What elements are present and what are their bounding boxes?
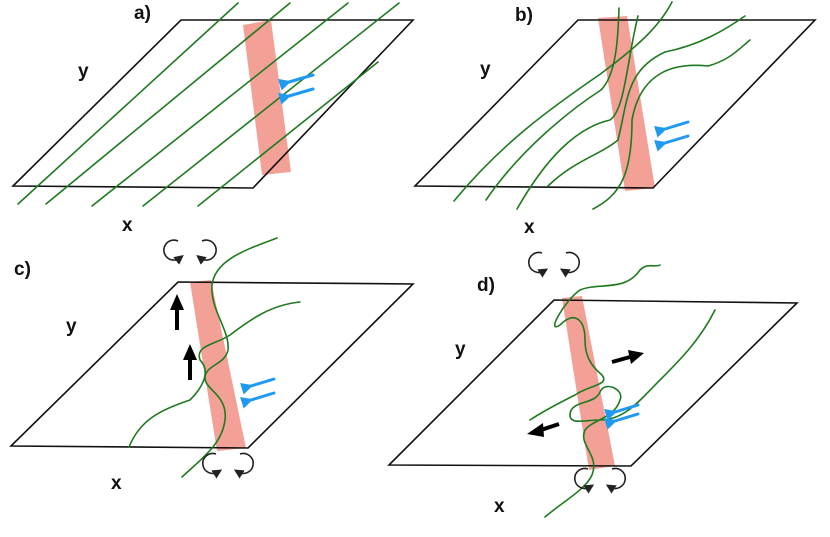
y-axis-label-b: y	[480, 59, 491, 80]
outflow-arrow-head	[527, 423, 544, 437]
current-sheet-c	[190, 280, 246, 451]
plane-outline-a	[11, 19, 415, 189]
field-line	[485, 7, 620, 201]
outflow-arrow-head	[183, 344, 197, 360]
counter-rotating-vortex-pair-icon	[202, 452, 254, 479]
outflow-arrows-c	[170, 294, 197, 380]
inflow-arrows-b	[654, 120, 690, 152]
field-line	[197, 61, 379, 207]
outflow-arrows-d	[527, 350, 644, 437]
counter-rotating-vortex-pair-icon	[574, 467, 626, 494]
counter-rotating-vortex-pair-icon	[163, 239, 217, 265]
current-sheet-d	[562, 296, 615, 470]
inflow-arrow	[240, 377, 276, 395]
current-sheet-a	[243, 20, 291, 175]
counter-rotating-vortex-pair-icon	[528, 251, 580, 278]
panel-label-a: a)	[134, 3, 151, 24]
inflow-arrow	[604, 403, 640, 421]
field-lines-a	[17, 2, 400, 207]
field-line	[45, 2, 291, 205]
plane-outline-b	[413, 19, 817, 189]
inflow-arrows-c	[240, 377, 276, 409]
panel-b: b) y x	[413, 1, 817, 238]
x-axis-label-c: x	[111, 473, 122, 494]
inflow-arrows-a	[278, 73, 315, 105]
field-line	[529, 264, 661, 421]
field-line	[453, 1, 673, 202]
inflow-arrow	[654, 134, 690, 152]
y-axis-label-c: y	[66, 316, 77, 337]
outflow-arrow-head	[628, 350, 644, 364]
field-line	[592, 39, 751, 210]
panel-d: d) y x	[387, 251, 799, 518]
panel-a: a) y x	[11, 2, 415, 236]
field-line	[547, 15, 746, 187]
panel-label-b: b)	[515, 5, 533, 26]
field-line	[181, 237, 278, 478]
inflow-arrows-d	[604, 403, 640, 430]
field-lines-d	[529, 264, 716, 518]
field-line	[91, 2, 349, 207]
x-axis-label-b: x	[524, 217, 535, 238]
plane-outline-c	[9, 281, 415, 449]
field-lines-c	[128, 237, 301, 478]
panel-c: c) y x	[9, 237, 415, 494]
x-axis-label-d: x	[494, 496, 505, 517]
inflow-arrow	[278, 87, 315, 105]
inflow-arrow	[240, 391, 276, 409]
panel-label-d: d)	[477, 275, 495, 296]
outflow-arrow-head	[170, 294, 184, 310]
field-lines-b	[453, 1, 751, 210]
outflow-arrow	[540, 422, 560, 432]
outflow-arrow	[611, 355, 631, 364]
inflow-arrow	[604, 412, 640, 430]
field-line	[516, 15, 639, 210]
inflow-arrow	[654, 120, 690, 138]
plane-outline-d	[387, 299, 799, 467]
y-axis-label-a: y	[78, 61, 89, 82]
y-axis-label-d: y	[455, 339, 466, 360]
field-line	[142, 2, 400, 207]
field-line	[544, 309, 716, 518]
field-line	[17, 2, 239, 205]
inflow-arrow	[278, 73, 315, 91]
field-line	[128, 301, 301, 448]
x-axis-label-a: x	[122, 215, 133, 236]
panel-label-c: c)	[14, 259, 31, 280]
